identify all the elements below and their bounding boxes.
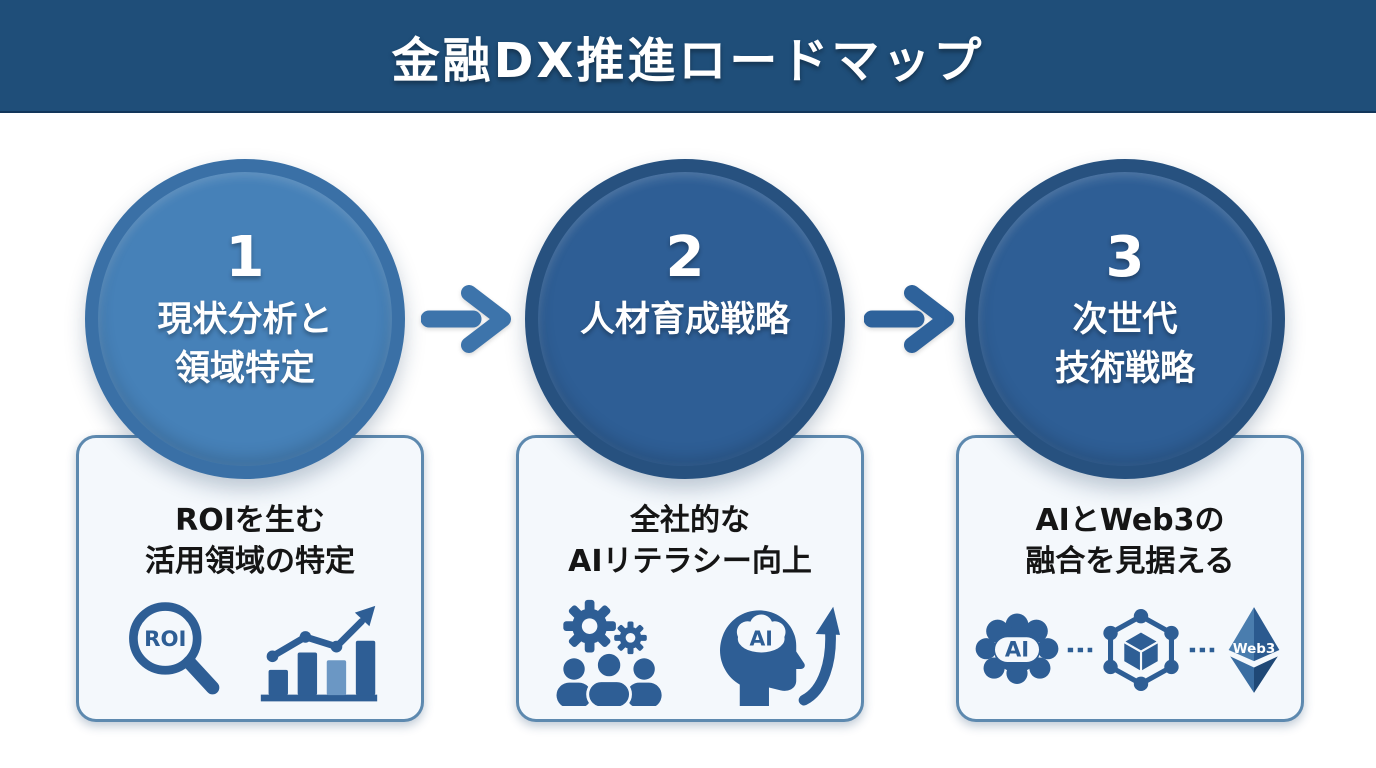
step-3: AIとWeb3の 融合を見据える AI <box>956 0 1304 768</box>
step-1-detail-card: ROIを生む 活用領域の特定 ROI <box>76 435 424 722</box>
detail-title-line: AIとWeb3の <box>1035 503 1225 538</box>
page-title: 金融DX推進ロードマップ <box>391 32 985 89</box>
ai-label: AI <box>1005 636 1029 661</box>
detail-title-line: 全社的な <box>630 503 750 538</box>
step-2-circle: 2 人材育成戦略 <box>525 159 845 479</box>
step-2: 全社的な AIリテラシー向上 <box>516 0 864 768</box>
step-3-detail-title: AIとWeb3の 融合を見据える <box>959 500 1301 583</box>
gear-small-icon <box>614 621 647 654</box>
detail-title-line: 活用領域の特定 <box>145 544 355 580</box>
ai-head-growth-arrow-icon: AI <box>720 606 841 706</box>
circle-label-line: 人材育成戦略 <box>579 300 790 340</box>
circle-label-line: 次世代 <box>1072 300 1178 340</box>
blockchain-network-icon <box>1103 608 1179 692</box>
circle-label-line: 領域特定 <box>174 349 315 389</box>
step-2-detail-title: 全社的な AIリテラシー向上 <box>519 500 861 583</box>
step-1-icon-row: ROI <box>85 591 415 709</box>
dashed-link-icon <box>1189 647 1215 653</box>
ai-label: AI <box>749 626 772 650</box>
roi-magnifier-icon: ROI <box>129 602 220 695</box>
circle-label-line: 現状分析と <box>157 300 333 340</box>
dashed-link-icon <box>1067 647 1093 653</box>
step-2-icon-row: AI <box>525 591 855 709</box>
step-1-circle-label: 現状分析と 領域特定 <box>157 296 332 394</box>
step-1-detail-title: ROIを生む 活用領域の特定 <box>79 500 421 583</box>
step-3-circle-label: 次世代 技術戦略 <box>1055 296 1195 394</box>
step-number: 3 <box>1105 225 1145 290</box>
gear-icon <box>563 599 616 652</box>
team-icon <box>556 650 662 706</box>
step-3-detail-card: AIとWeb3の 融合を見据える AI <box>956 435 1304 722</box>
roi-label: ROI <box>144 627 186 652</box>
detail-title-line: 融合を見据える <box>1025 544 1235 580</box>
ai-brain-icon: AI <box>975 613 1059 684</box>
circle-label-line: 技術戦略 <box>1054 349 1195 389</box>
detail-title-line: ROIを生む <box>175 503 325 538</box>
growth-bar-chart-icon <box>260 605 378 701</box>
web3-ethereum-icon: Web3 <box>1228 607 1280 693</box>
step-3-circle: 3 次世代 技術戦略 <box>965 159 1285 479</box>
step-3-icon-row: AI <box>965 591 1295 709</box>
step-1-circle: 1 現状分析と 領域特定 <box>85 159 405 479</box>
web3-label: Web3 <box>1233 641 1276 657</box>
detail-title-line: AIリテラシー向上 <box>568 544 812 580</box>
header-banner: 金融DX推進ロードマップ <box>0 0 1376 113</box>
gears-team-icon <box>556 599 662 706</box>
step-number: 2 <box>665 225 705 290</box>
step-1: ROIを生む 活用領域の特定 ROI <box>76 0 424 768</box>
step-2-circle-label: 人材育成戦略 <box>580 296 790 345</box>
arrow-right-icon <box>421 285 511 353</box>
step-2-detail-card: 全社的な AIリテラシー向上 <box>516 435 864 722</box>
arrow-right-icon <box>864 285 954 353</box>
step-number: 1 <box>225 225 265 290</box>
